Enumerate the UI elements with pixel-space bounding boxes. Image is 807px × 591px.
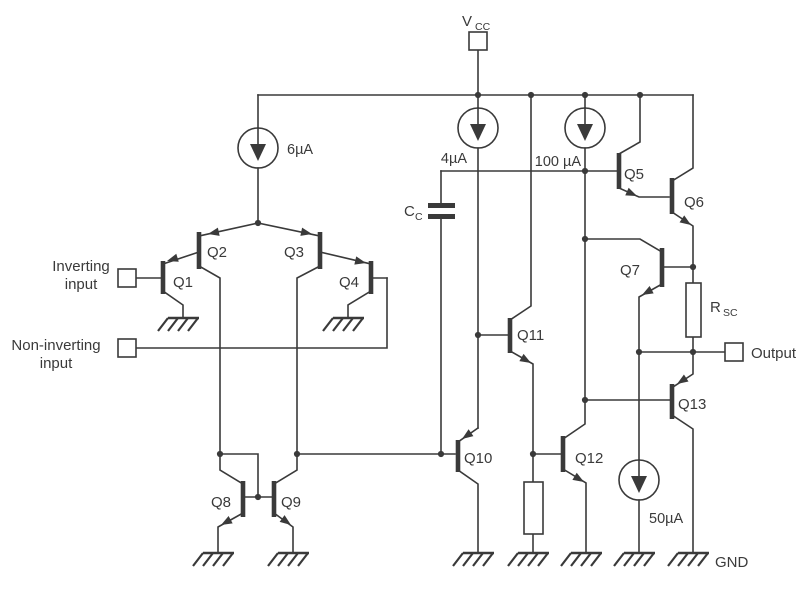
current-arrow — [250, 144, 266, 161]
gnd-50ua — [612, 551, 657, 568]
wire-q8-collector — [219, 453, 245, 486]
wire-q9-collector — [272, 453, 298, 486]
q13-emitter-arrow — [674, 374, 689, 388]
cap-label: C — [404, 203, 415, 220]
wire-q11-emitter — [508, 349, 534, 483]
q2-label: Q2 — [207, 244, 227, 261]
q3-emitter-arrow — [300, 227, 313, 239]
q5-label: Q5 — [624, 166, 644, 183]
bias-resistor — [523, 481, 544, 535]
wire-q10-collector — [456, 468, 479, 554]
q9-label: Q9 — [281, 494, 301, 511]
wire-q13-collector — [670, 413, 694, 554]
wire-q4-collector — [347, 289, 373, 319]
q11-label: Q11 — [517, 327, 544, 344]
transistor-bars — [160, 153, 675, 517]
noninverting-input-label-line2: input — [40, 355, 73, 372]
rsc-label-sub: SC — [723, 307, 738, 319]
q10-label: Q10 — [464, 450, 492, 467]
output-label: Output — [751, 345, 797, 362]
gnd-label: GND — [715, 554, 749, 571]
wire-q6-collector — [670, 94, 694, 183]
wire-q7-base — [584, 238, 664, 254]
compensation-capacitor — [428, 203, 455, 219]
q8-emitter-arrow — [218, 515, 233, 529]
current-source-100ua — [564, 107, 606, 149]
wire-q5-emitter-q6-base — [617, 186, 670, 198]
labels: V CC 6µA 4µA 100 µA 50µA C C R SC Q1 Q2 … — [11, 13, 796, 571]
current-source-50ua — [618, 459, 660, 501]
current-arrow — [470, 124, 486, 141]
vcc-label-sub: CC — [475, 21, 491, 33]
q1-emitter-arrow — [165, 253, 179, 266]
wire-q12-collector — [561, 399, 586, 441]
q13-label: Q13 — [678, 396, 706, 413]
wire-q3-collector — [296, 264, 322, 455]
q4-label: Q4 — [339, 274, 359, 291]
inverting-input-label-line2: input — [65, 276, 98, 293]
wire-q11-collector — [508, 94, 532, 322]
output-stage-current-label: 100 µA — [535, 154, 582, 170]
current-arrow — [631, 476, 647, 493]
second-stage-current-label: 4µA — [441, 151, 467, 167]
gnd-q10 — [451, 551, 496, 568]
vcc-terminal — [468, 31, 488, 51]
gnd-q8 — [191, 551, 236, 568]
inverting-input-terminal — [117, 268, 137, 288]
q12-emitter-arrow — [572, 472, 587, 486]
wire-q7-emitter — [638, 282, 664, 461]
wire-q8-emitter — [217, 511, 245, 554]
q6-emitter-arrow — [679, 215, 694, 229]
junction-dots — [216, 91, 697, 501]
current-arrow — [577, 124, 593, 141]
noninverting-input-label-line1: Non-inverting — [11, 337, 100, 354]
cap-label-sub: C — [415, 211, 423, 223]
q3-label: Q3 — [284, 244, 304, 261]
q5-emitter-arrow — [625, 187, 639, 200]
wire-q5-collector — [617, 94, 641, 156]
short-circuit-resistor — [685, 282, 702, 338]
wire-q2-collector — [197, 264, 221, 455]
q11-emitter-arrow — [519, 353, 534, 367]
wires — [135, 49, 726, 554]
wire-q1-emitter — [161, 250, 201, 266]
q12-label: Q12 — [575, 450, 603, 467]
wire-noninverting — [135, 277, 388, 349]
gnd-q9 — [266, 551, 311, 568]
wire-mirror-link — [219, 453, 259, 498]
gnd-q4 — [321, 316, 366, 333]
vcc-label: V — [462, 13, 472, 30]
rsc-label: R — [710, 299, 721, 316]
q8-label: Q8 — [211, 494, 231, 511]
wire-q12-emitter — [561, 467, 587, 554]
wire-q2-emitter — [198, 222, 259, 237]
gnd-q12 — [559, 551, 604, 568]
tail-current-label: 6µA — [287, 142, 313, 158]
wire-q1-collector — [161, 289, 184, 319]
inverting-input-label-line1: Inverting — [52, 258, 110, 275]
noninverting-input-terminal — [117, 338, 137, 358]
q7-label: Q7 — [620, 262, 640, 279]
q4-emitter-arrow — [354, 256, 367, 268]
current-source-4ua — [457, 107, 499, 149]
gnd-bias-resistor — [506, 551, 551, 568]
q7-emitter-arrow — [639, 285, 654, 299]
q1-label: Q1 — [173, 274, 193, 291]
gnd-q1 — [156, 316, 201, 333]
q10-emitter-arrow — [459, 429, 474, 443]
current-source-6ua — [237, 127, 279, 169]
sink-current-label: 50µA — [649, 511, 683, 527]
gnd-q13 — [666, 551, 711, 568]
wire-q9-emitter — [272, 511, 294, 554]
ground-symbols — [156, 316, 711, 568]
q6-label: Q6 — [684, 194, 704, 211]
q2-emitter-arrow — [207, 227, 220, 239]
output-terminal — [724, 342, 744, 362]
